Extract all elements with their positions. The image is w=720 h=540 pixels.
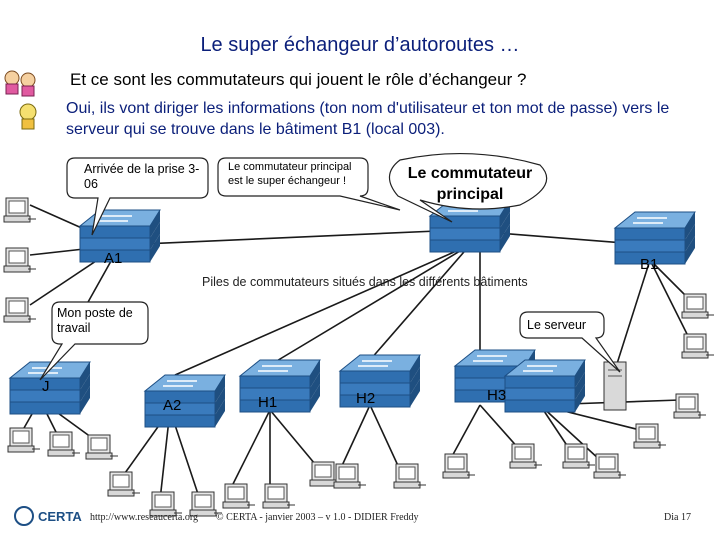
speaker-icon: [19, 103, 37, 130]
callout-serveur: Le serveur: [527, 318, 587, 332]
callout-principal-big: Le commutateur principal: [407, 165, 533, 203]
person-icon: [20, 72, 36, 97]
footer-url[interactable]: http://www.reseaucerta.org: [90, 512, 199, 523]
certa-logo: [14, 506, 34, 526]
label-b1: B1: [640, 256, 659, 273]
footer-credit: © CERTA - janvier 2003 – v 1.0 - DIDIER …: [216, 512, 419, 523]
switch-stack-h3b: [504, 359, 586, 413]
switch-stack-h1: [239, 359, 321, 413]
label-a1: A1: [104, 250, 123, 267]
label-j: J: [42, 378, 50, 395]
server-icon: [603, 361, 627, 411]
switch-stack-a2: [144, 374, 226, 428]
slide-number: Dia 17: [664, 512, 691, 523]
label-piles: Piles de commutateurs situés dans les di…: [202, 275, 528, 289]
person-icon: [4, 70, 20, 95]
label-a2: A2: [163, 397, 182, 414]
footer-logo: CERTA: [38, 509, 82, 524]
callouts: [39, 152, 621, 381]
answer-line: Oui, ils vont diriger les informations (…: [66, 100, 670, 138]
slide-title: Le super échangeur d’autoroutes …: [200, 34, 520, 56]
label-h2: H2: [356, 390, 376, 407]
callout-principal-small: Le commutateur principal est le super éc…: [228, 161, 352, 187]
label-h3: H3: [487, 387, 507, 404]
label-h1: H1: [258, 394, 278, 411]
callout-poste: Mon poste de travail: [57, 306, 133, 335]
question-line: Et ce sont les commutateurs qui jouent l…: [70, 70, 527, 89]
switch-stack-h2: [339, 354, 421, 408]
callout-arrivee: Arrivée de la prise 3-06: [84, 162, 200, 191]
